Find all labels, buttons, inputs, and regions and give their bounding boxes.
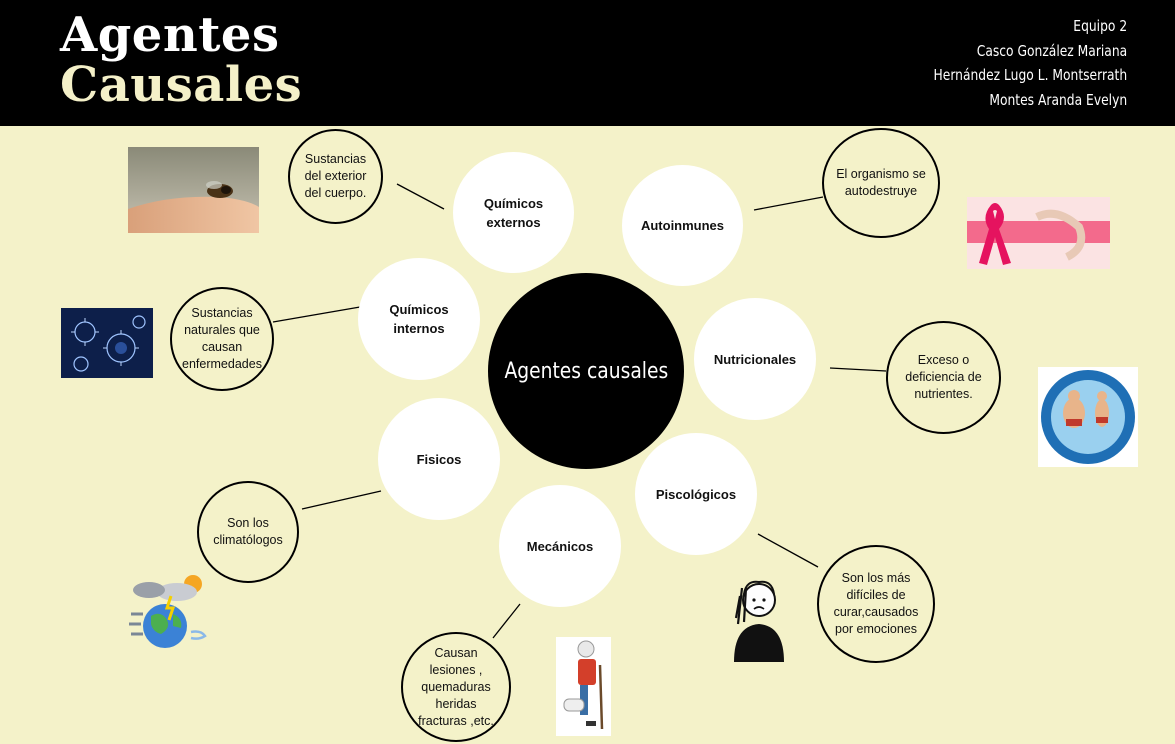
header-bar: Agentes Causales Equipo 2 Casco González… (0, 0, 1175, 126)
page-title-line2: Causales (60, 57, 303, 113)
node-label: Mecánicos (526, 538, 594, 554)
connector-mecanicos (492, 603, 521, 639)
bee-photo (128, 147, 259, 233)
node-label: Piscológicos (655, 486, 737, 502)
sad-person-illustration (728, 574, 790, 662)
desc-autoinmunes: El organismo se autodestruye (822, 128, 940, 238)
node-label: Autoinmunes (640, 218, 725, 233)
page-title-line1: Agentes (60, 7, 280, 63)
node-nutricionales: Nutricionales (694, 298, 816, 420)
connector-nutricionales (829, 367, 887, 372)
node-mecanicos: Mecánicos (499, 485, 621, 607)
node-label: Fisicos (416, 451, 462, 467)
team-member: Casco González Mariana (976, 41, 1127, 60)
weather-globe-icon (127, 570, 209, 654)
desc-quimicos-externos: Sustancias del exterior del cuerpo. (288, 129, 383, 224)
node-label: Nutricionales (713, 351, 797, 367)
team-member: Hernández Lugo L. Montserrath (933, 66, 1127, 84)
team-info: Equipo 2 Casco González Mariana Hernánde… (933, 14, 1127, 112)
node-label: Químicos internos (389, 302, 449, 336)
connector-fisicos (301, 490, 382, 510)
connector-psicologicos (757, 533, 819, 568)
center-node: Agentes causales (488, 273, 684, 469)
team-name: Equipo 2 (1073, 17, 1127, 35)
node-quimicos-internos: Químicos internos (358, 258, 480, 380)
connector-quimicos-internos (272, 306, 361, 323)
team-member: Montes Aranda Evelyn (989, 90, 1127, 109)
node-autoinmunes: Autoinmunes (622, 165, 743, 286)
node-label: Químicos externos (483, 195, 544, 230)
connector-autoinmunes (753, 196, 824, 211)
desc-fisicos: Son los climatólogos (197, 481, 299, 583)
desc-mecanicos: Causan lesiones , quemaduras heridas fra… (401, 632, 511, 742)
desc-quimicos-internos: Sustancias naturales que causan enfermed… (170, 287, 274, 391)
injured-person-illustration (556, 637, 611, 736)
obesity-badge-image (1038, 367, 1138, 467)
connector-quimicos-externos (396, 183, 445, 210)
virus-image (61, 308, 153, 378)
node-fisicos: Fisicos (378, 398, 500, 520)
center-label: Agentes causales (504, 358, 668, 384)
node-psicologicos: Piscológicos (635, 433, 757, 555)
desc-nutricionales: Exceso o deficiencia de nutrientes. (886, 321, 1001, 434)
pink-ribbon-image (967, 197, 1110, 269)
desc-psicologicos: Son los más difíciles de curar,causados … (817, 545, 935, 663)
node-quimicos-externos: Químicos externos (453, 152, 574, 273)
